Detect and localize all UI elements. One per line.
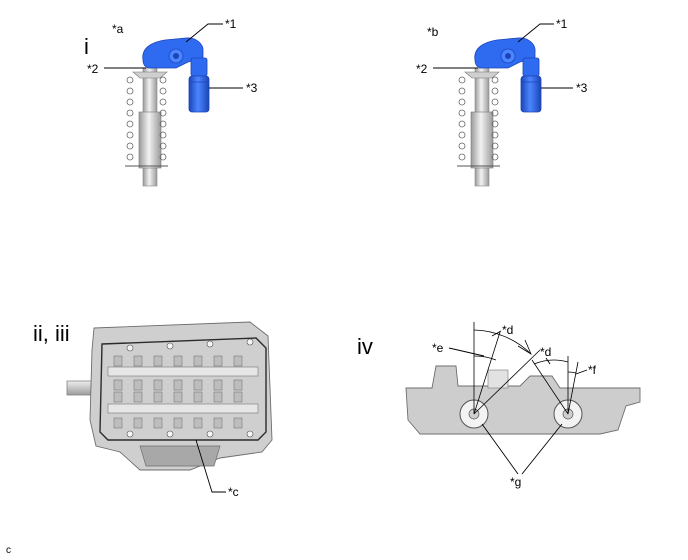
angle-guides [473, 322, 579, 415]
callouts-iv: *d *e *d *f *g [432, 323, 597, 489]
lash-adjuster-body [188, 75, 210, 113]
lash-adjuster-body [520, 75, 542, 113]
valve-retainer [464, 71, 500, 79]
callout-d-right: *d [540, 345, 551, 359]
callout-2-b: *2 [416, 62, 428, 76]
step-label-ii-iii: ii, iii [33, 321, 70, 346]
exhaust-camshaft [107, 403, 259, 414]
step-label-i: i [84, 34, 89, 59]
rocker-arm-array [113, 355, 243, 429]
callout-g: *g [510, 475, 521, 489]
lash-adjuster-top [522, 57, 540, 77]
head-side-body [405, 365, 641, 435]
view-tag-a: *a [112, 22, 124, 36]
head-side-boss [487, 369, 509, 389]
lower-housing [139, 445, 221, 467]
roller-pin [173, 53, 179, 59]
callout-f: *f [588, 363, 597, 377]
roller-pin [505, 53, 511, 59]
panel-iv: iv *d *e * [357, 322, 641, 489]
callouts-view-a: *a *1 *2 *3 [87, 17, 258, 95]
callout-2-a: *2 [87, 62, 99, 76]
valve-spring [126, 76, 167, 161]
valve-retainer [132, 71, 168, 79]
valve-guide [470, 111, 494, 169]
callout-1-a: *1 [225, 17, 237, 31]
callout-d-left: *d [502, 323, 513, 337]
valve-assembly-view-b [457, 37, 542, 187]
valve-spring [458, 76, 499, 161]
callout-1-b: *1 [556, 17, 568, 31]
gasket-outline [99, 337, 267, 441]
valve-assembly-view-a [125, 37, 210, 187]
callout-3-a: *3 [246, 81, 258, 95]
view-tag-b: *b [427, 25, 439, 39]
callout-c: *c [228, 485, 239, 499]
step-label-iv: iv [357, 334, 373, 359]
callout-e: *e [432, 341, 444, 355]
valve-guide [138, 111, 162, 169]
cylinder-head-top-view [66, 321, 273, 471]
panel-i: i [84, 34, 89, 59]
head-bolts [126, 338, 254, 438]
cylinder-head-side-view [405, 365, 641, 435]
lash-adjuster-top [190, 57, 208, 77]
callouts-view-b: *b *1 *2 *3 [416, 17, 588, 95]
panel-ii-iii: ii, iii *c [33, 321, 273, 499]
callout-3-b: *3 [576, 81, 588, 95]
intake-camshaft [107, 366, 259, 377]
footer-code: c [6, 545, 11, 556]
